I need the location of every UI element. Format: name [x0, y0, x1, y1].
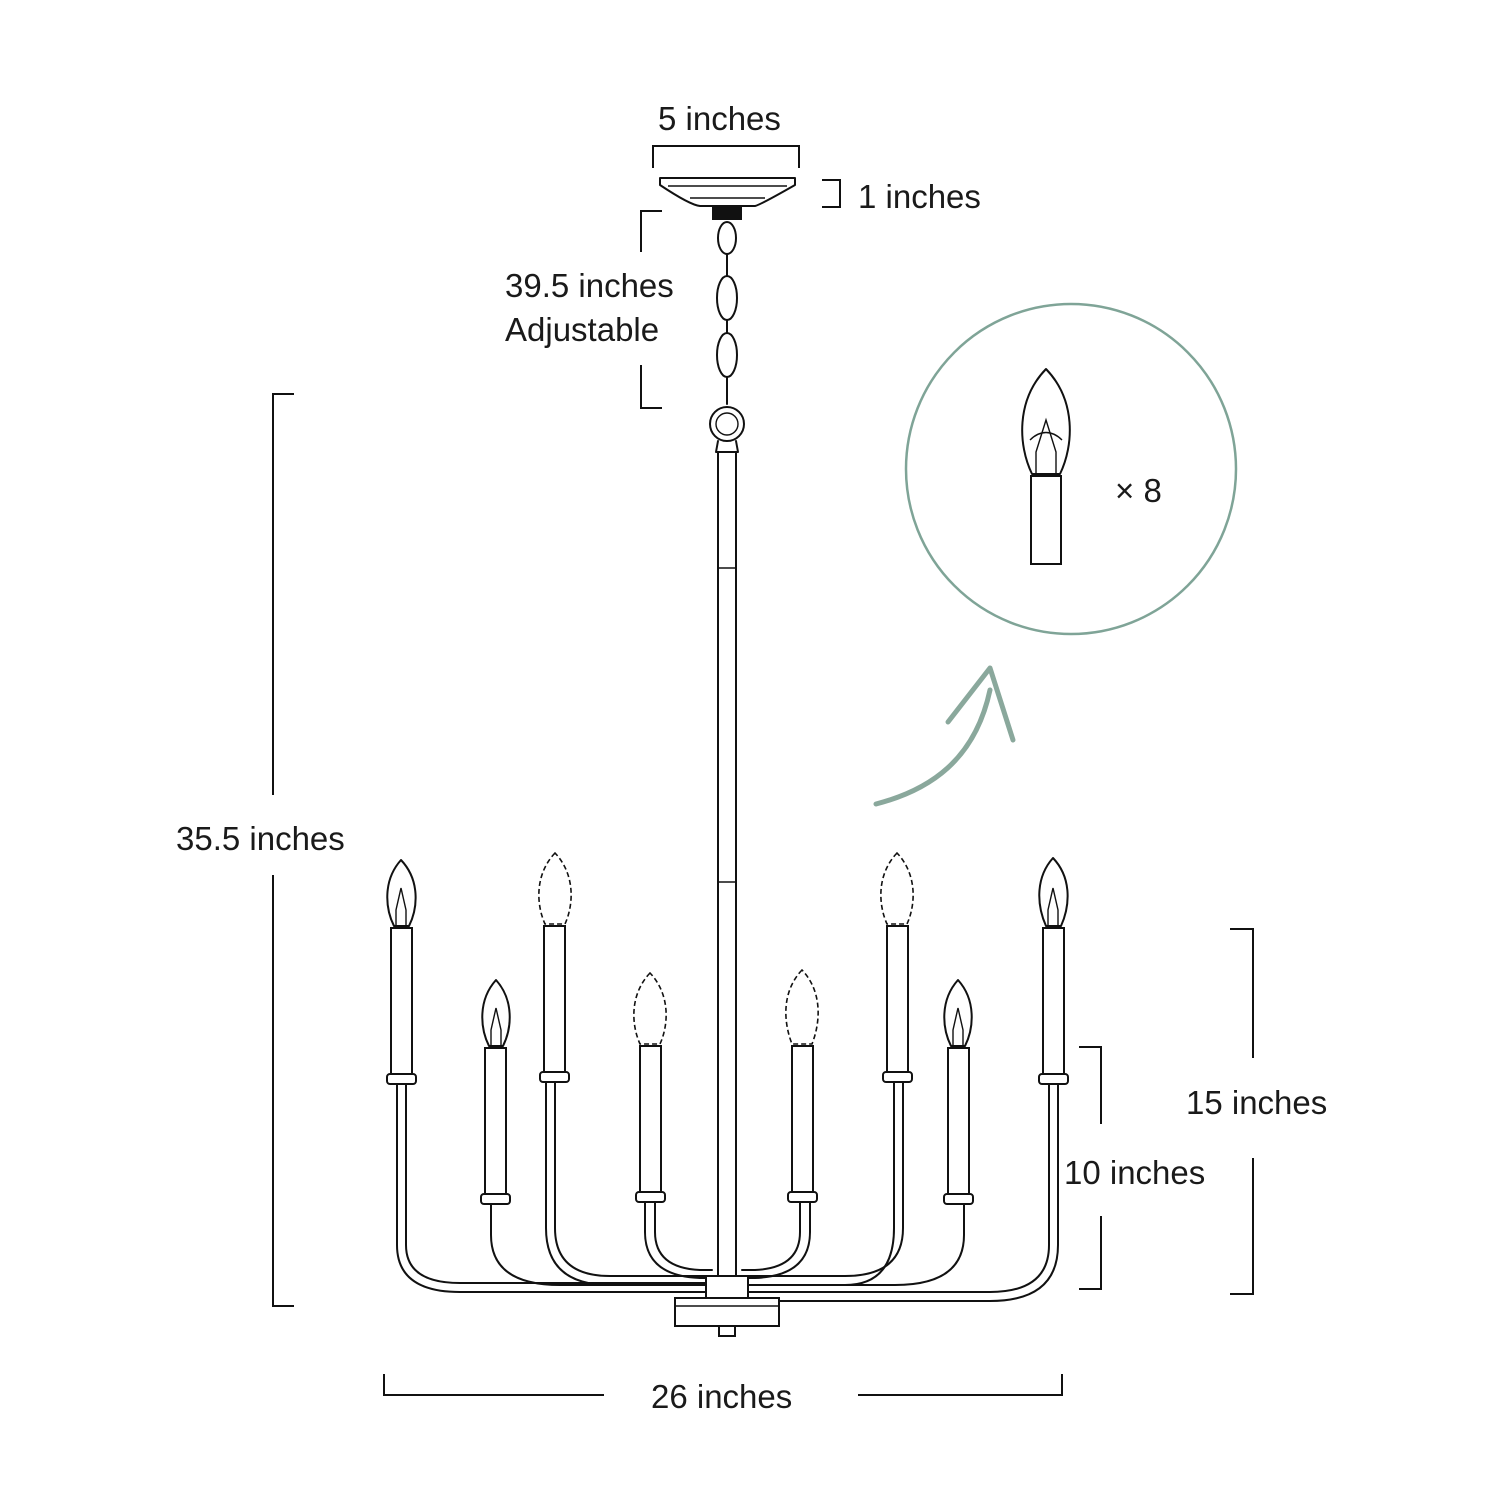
- hanging-chain: [709, 221, 745, 453]
- arms: [396, 1081, 1059, 1302]
- candle-light: [538, 851, 572, 1083]
- width-bracket-right: [858, 1374, 1063, 1396]
- candle-light: [1038, 857, 1069, 1085]
- candle-light: [480, 979, 511, 1205]
- candle-light: [633, 971, 667, 1203]
- inner-arm-height-label: 10 inches: [1064, 1154, 1206, 1191]
- outer-height-bracket-top: [1230, 928, 1254, 1058]
- candle-light: [943, 979, 974, 1205]
- chain-adjustable-label: Adjustable: [505, 311, 660, 348]
- candle-light: [386, 859, 417, 1085]
- total-height-bracket-top: [272, 393, 294, 795]
- canopy-width-label: 5 inches: [658, 100, 781, 137]
- canopy-width-bracket: [652, 145, 800, 168]
- canopy-height-bracket: [822, 179, 841, 208]
- bulb-quantity-label: × 8: [1115, 472, 1162, 509]
- candle-bulb-icon: [1021, 368, 1071, 565]
- chain-length-bracket-top: [640, 210, 662, 252]
- outer-arm-height-label: 15 inches: [1186, 1084, 1328, 1121]
- total-height-bracket-bottom: [272, 875, 294, 1307]
- inner-height-bracket-top: [1079, 1046, 1102, 1124]
- canopy-height-label: 1 inches: [858, 178, 981, 215]
- callout-arrow: [873, 665, 1016, 807]
- dimension-lines: [272, 145, 1254, 1396]
- width-bracket-left: [383, 1374, 604, 1396]
- total-height-label: 35.5 inches: [176, 820, 345, 857]
- ceiling-canopy: [659, 177, 796, 220]
- width-label: 26 inches: [651, 1378, 793, 1415]
- chain-length-bracket-bottom: [640, 365, 662, 409]
- center-hub: [674, 1275, 780, 1337]
- outer-height-bracket-bottom: [1230, 1158, 1254, 1295]
- callout-circle: [904, 302, 1238, 636]
- inner-height-bracket-bottom: [1079, 1216, 1102, 1290]
- bulb-callout: [904, 302, 1238, 636]
- candle-light: [880, 851, 914, 1083]
- chain-length-label: 39.5 inches: [505, 267, 674, 304]
- candle-light: [785, 968, 819, 1203]
- center-rod: [717, 451, 737, 1279]
